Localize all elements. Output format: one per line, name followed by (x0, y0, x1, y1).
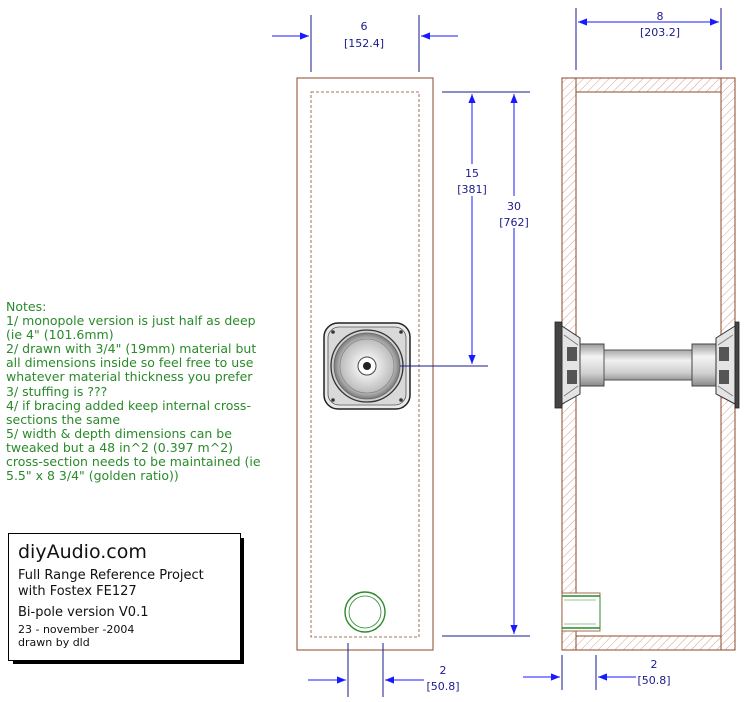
dim-total-height: 30 [762] (494, 94, 534, 634)
title-driver: with Fostex FE127 (18, 584, 137, 599)
note-5: 5/ width & depth dimensions can be tweak… (6, 425, 265, 484)
title-date: 23 - november -2004 (18, 623, 135, 636)
dim-port-side-metric: [50.8] (637, 674, 670, 687)
notes-block: Notes: 1/ monopole version is just half … (6, 299, 268, 484)
title-project-lines: Full Range Reference Project with Fostex… (18, 568, 204, 600)
title-version: Bi-pole version V0.1 (18, 605, 149, 620)
dim-front-width: 6 [152.4] (272, 15, 458, 72)
dim-driver-height-value: 15 (465, 167, 479, 180)
note-3: 3/ stuffing is ??? (6, 383, 108, 399)
front-view (296, 77, 434, 651)
dim-total-height-value: 30 (507, 200, 521, 213)
driver-brace-tube (603, 349, 693, 381)
dim-front-width-value: 6 (361, 20, 368, 33)
side-wall-bottom (575, 635, 722, 651)
title-meta: 23 - november -2004 drawn by dld (18, 623, 134, 649)
dim-port-front-metric: [50.8] (426, 680, 459, 693)
note-4: 4/ if bracing added keep internal cross-… (6, 397, 251, 427)
dim-driver-height-metric: [381] (457, 183, 487, 196)
dim-total-height-metric: [762] (499, 216, 529, 229)
dim-side-depth-value: 8 (657, 10, 664, 23)
driver-side-right (691, 321, 740, 409)
dim-port-side-value: 2 (651, 658, 658, 671)
dim-driver-height: 15 [381] (455, 94, 489, 364)
dim-front-width-metric: [152.4] (344, 37, 384, 50)
front-inner-outline (310, 91, 420, 638)
dim-port-side: 2 [50.8] (523, 655, 671, 690)
title-block: diyAudio.com Full Range Reference Projec… (8, 533, 241, 661)
driver-side-left (554, 321, 605, 409)
dim-side-depth-metric: [203.2] (640, 26, 680, 39)
notes-heading: Notes: (6, 299, 47, 314)
note-2: 2/ drawn with 3/4" (19mm) material but a… (6, 341, 261, 385)
driver-front (323, 322, 411, 410)
dim-port-front: 2 [50.8] (308, 643, 460, 697)
title-author: drawn by dld (18, 636, 90, 649)
title-site: diyAudio.com (18, 541, 147, 563)
title-project: Full Range Reference Project (18, 568, 204, 583)
port-side (561, 592, 601, 632)
dim-port-front-value: 2 (440, 664, 447, 677)
dim-side-depth: 8 [203.2] (575, 8, 722, 70)
note-1: 1/ monopole version is just half as deep… (6, 313, 260, 343)
side-view (554, 77, 740, 651)
port-front (344, 591, 386, 633)
side-wall-top (575, 77, 722, 93)
